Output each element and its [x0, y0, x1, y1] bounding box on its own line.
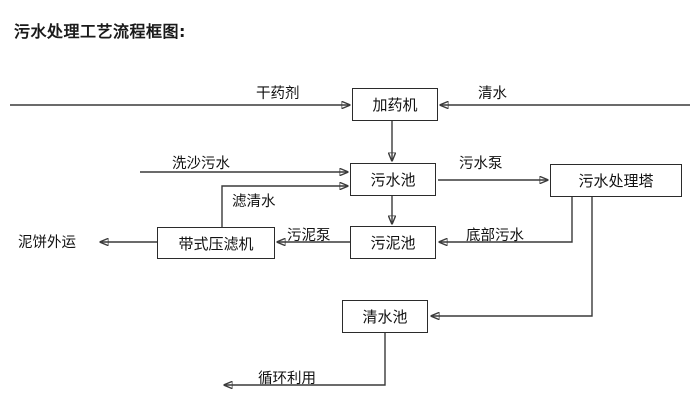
flow-label-mud-cake-transport: 泥饼外运: [18, 235, 76, 251]
edge-filtered-water-to-wastewater-pool: [221, 186, 348, 227]
node-label: 清水池: [362, 308, 408, 326]
flow-label-recycle-reuse: 循环利用: [258, 371, 316, 387]
node-belt-filter-press[interactable]: 带式压滤机: [157, 227, 275, 259]
node-treatment-tower[interactable]: 污水处理塔: [550, 164, 682, 197]
flow-label-filtered-water: 滤清水: [232, 194, 276, 210]
node-label: 加药机: [372, 96, 418, 114]
flow-label-wastewater-pump: 污水泵: [459, 156, 503, 172]
page-title: 污水处理工艺流程框图:: [14, 22, 186, 41]
flow-label-sand-wash-water: 洗沙污水: [172, 156, 230, 172]
edge-tower-to-clean-water-pool: [431, 197, 593, 316]
flow-label-dry-chemical: 干药剂: [256, 86, 300, 102]
edge-clean-water-pool-to-recycle: [224, 333, 386, 385]
flow-label-sludge-pump: 污泥泵: [287, 228, 331, 244]
node-label: 污水池: [370, 171, 416, 189]
node-dosing-machine[interactable]: 加药机: [352, 88, 438, 121]
flow-label-bottom-wastewater: 底部污水: [466, 228, 524, 244]
node-label: 带式压滤机: [178, 234, 254, 253]
node-label: 污泥池: [370, 234, 416, 252]
flow-label-clean-water-in: 清水: [478, 86, 507, 102]
edge-tower-to-sludge-pool: [439, 197, 573, 242]
node-clean-water-pool[interactable]: 清水池: [342, 300, 428, 333]
node-sludge-pool[interactable]: 污泥池: [350, 226, 436, 259]
node-wastewater-pool[interactable]: 污水池: [350, 163, 436, 196]
node-label: 污水处理塔: [578, 172, 654, 190]
